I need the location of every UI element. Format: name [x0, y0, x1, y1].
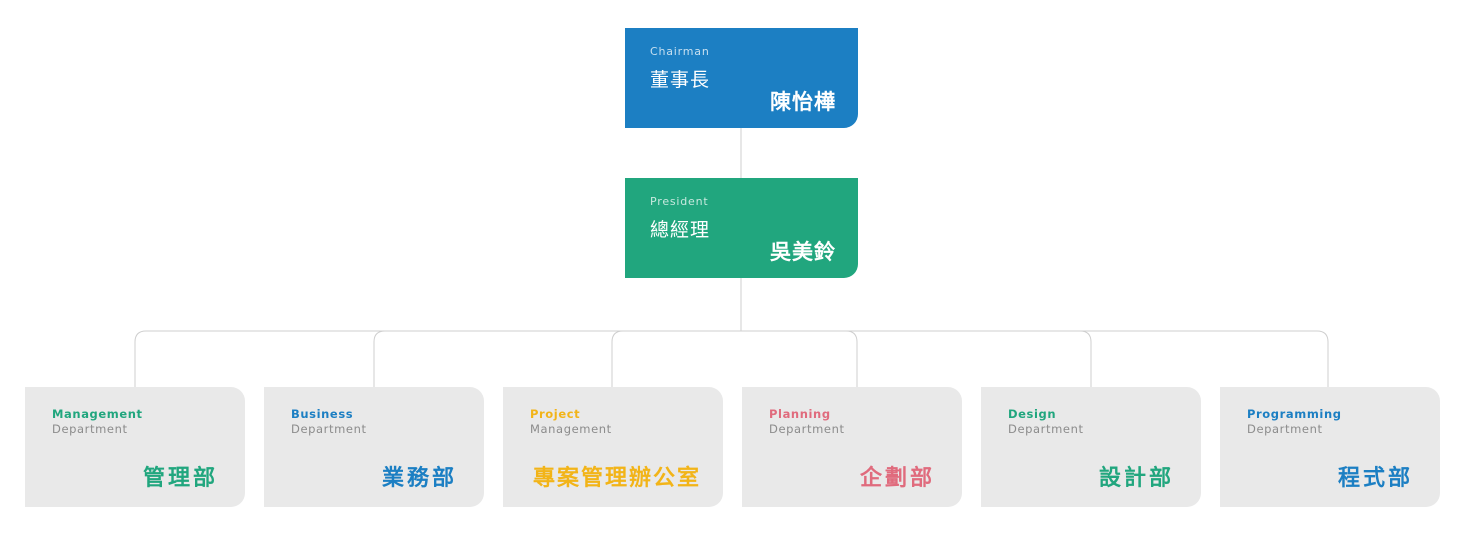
department-subtitle-en: Management [530, 422, 612, 436]
department-subtitle-en: Department [769, 422, 845, 436]
department-title-en: Design [1008, 407, 1057, 421]
connector-bus-right [630, 330, 1329, 387]
department-subtitle-en: Department [1008, 422, 1084, 436]
department-title-en: Planning [769, 407, 831, 421]
chairman-node: Chairman 董事長 陳怡樺 [625, 28, 858, 128]
department-subtitle-en: Department [1247, 422, 1323, 436]
department-subtitle-en: Department [291, 422, 367, 436]
department-title-en: Business [291, 407, 354, 421]
department-name-zh: 專案管理辦公室 [532, 466, 701, 491]
department-title-en: Management [52, 407, 143, 421]
department-node-management: Management Department 管理部 [25, 387, 245, 507]
department-title-en: Project [530, 407, 581, 421]
department-node-planning: Planning Department 企劃部 [742, 387, 962, 507]
president-role-zh: 總經理 [650, 219, 711, 241]
department-node-design: Design Department 設計部 [981, 387, 1201, 507]
chairman-role-zh: 董事長 [650, 69, 711, 91]
department-name-zh: 管理部 [142, 466, 218, 491]
department-subtitle-en: Department [52, 422, 128, 436]
connector-bus-left [134, 330, 848, 387]
president-role-en: President [650, 195, 709, 208]
department-node-programming: Programming Department 程式部 [1220, 387, 1440, 507]
connector-bus-business [373, 330, 386, 387]
department-node-project-management: Project Management 專案管理辦公室 [503, 387, 723, 507]
connector-bus-design [1079, 330, 1092, 387]
department-name-zh: 業務部 [381, 466, 457, 491]
department-name-zh: 企劃部 [859, 466, 935, 491]
president-node: President 總經理 吳美鈴 [625, 178, 858, 278]
department-title-en: Programming [1247, 407, 1342, 421]
chairman-name: 陳怡樺 [770, 90, 836, 114]
connector-bus-project [611, 330, 624, 387]
chairman-role-en: Chairman [650, 45, 710, 58]
connector-bus-planning [845, 330, 858, 387]
department-name-zh: 程式部 [1337, 466, 1413, 491]
department-node-business: Business Department 業務部 [264, 387, 484, 507]
department-name-zh: 設計部 [1098, 466, 1174, 491]
president-name: 吳美鈴 [770, 240, 836, 264]
